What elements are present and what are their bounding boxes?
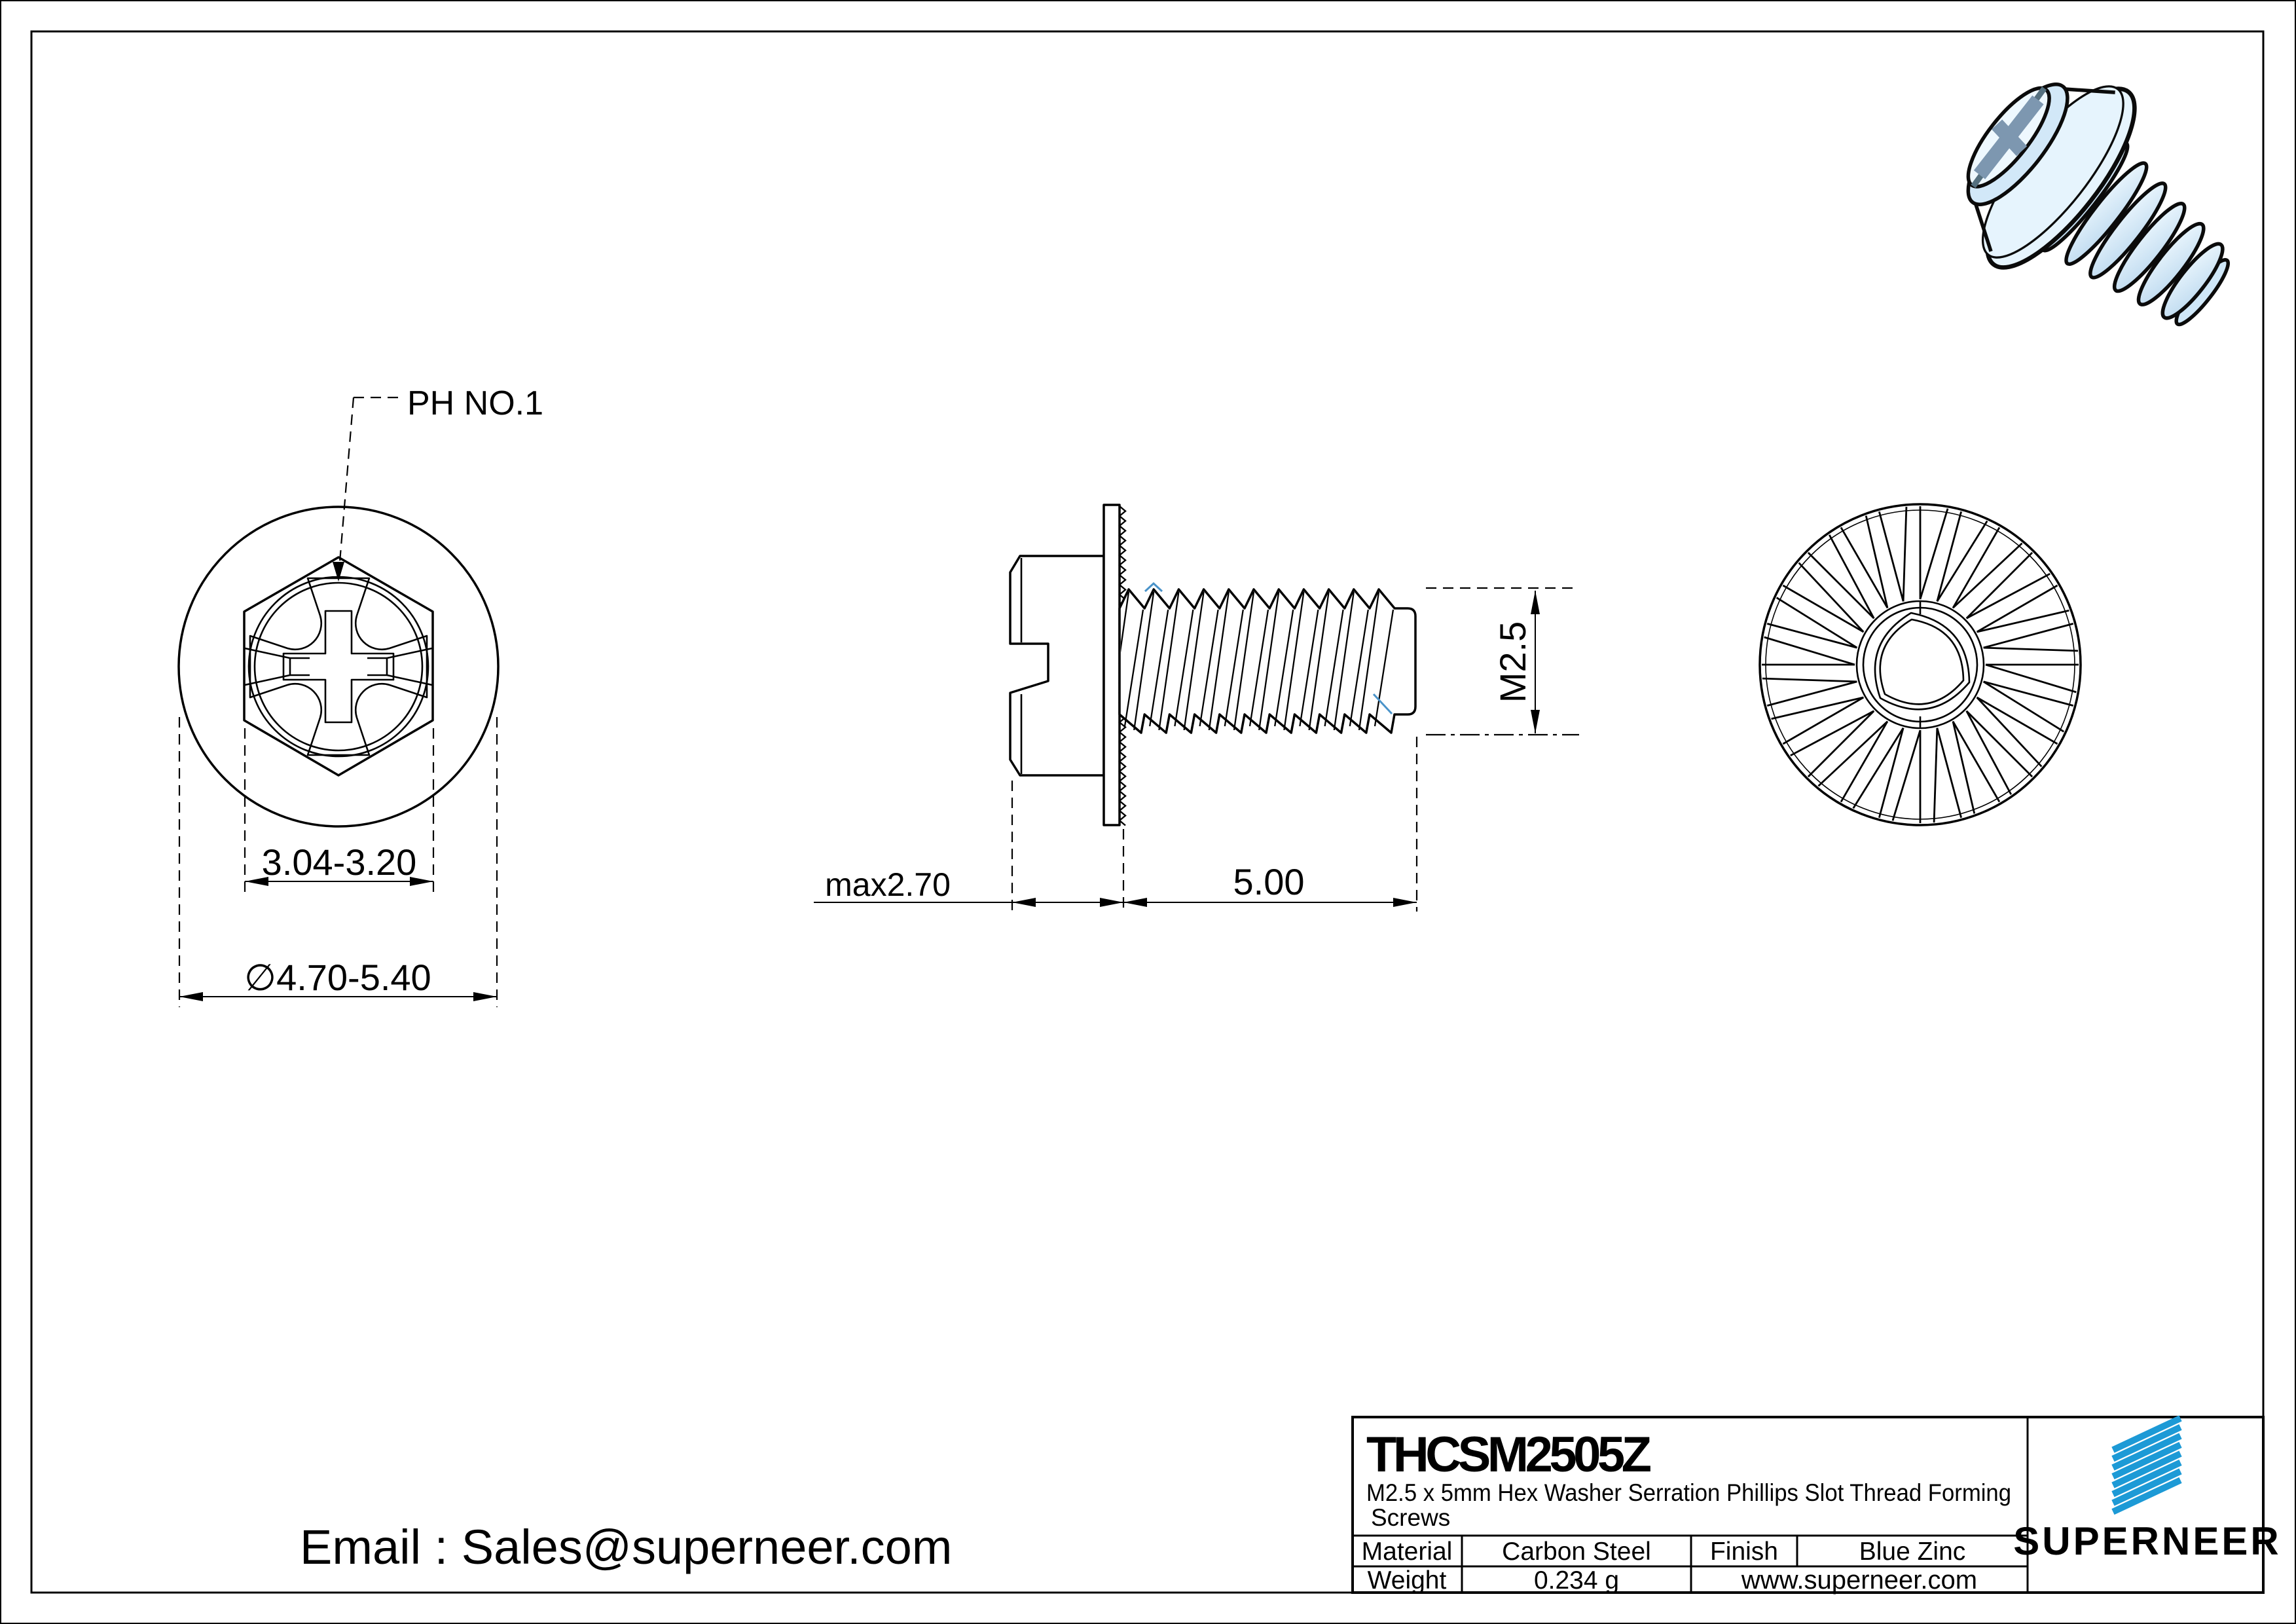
side-view: max2.70 5.00 M2.5 [814, 504, 1579, 912]
trilobe-hole-outer [1874, 612, 1971, 710]
part-description-line2: Screws [1371, 1504, 1450, 1531]
title-block-frame [1351, 1416, 2265, 1594]
drawing-frame [30, 30, 2265, 1594]
thread-highlight-bottom [1372, 693, 1393, 715]
washer-outer-circle [1758, 503, 2082, 826]
dim-thread-size: M2.5 [1492, 621, 1533, 703]
phillips-3d-h [1992, 119, 2028, 157]
serration-teeth [1762, 506, 2079, 823]
logo-stripes-icon [2111, 1415, 2182, 1515]
leader-arrowhead [333, 562, 344, 581]
phillips-cross-outer [249, 577, 428, 756]
threaded-shank [1118, 588, 1417, 734]
dim-hex-width: 3.04-3.20 [262, 841, 417, 883]
finish-value: Blue Zinc [1859, 1538, 1966, 1566]
head-circle-inner [253, 581, 424, 752]
trilobe-hole-inner [1879, 618, 1965, 705]
head-profile [1009, 555, 1105, 777]
brand-wordmark: SUPERNEER [2013, 1519, 2281, 1563]
flange-profile [1102, 504, 1121, 826]
superneer-logo: SUPERNEER [2013, 1415, 2281, 1563]
slot-left-wedge [244, 647, 291, 686]
phillips-cross-inner [282, 610, 395, 724]
finish-label: Finish [1710, 1538, 1778, 1566]
head-circle-outer [247, 576, 429, 758]
screw-3d-render [1966, 83, 2231, 327]
washer-flange-circle [177, 506, 500, 828]
dim-head-height: max2.70 [825, 866, 951, 903]
front-view: PH NO.1 3.04-3.20 ∅4.70-5.40 [177, 384, 543, 1007]
washer-bottom-view [1758, 503, 2082, 826]
dim-thread-length: 5.00 [1233, 861, 1305, 902]
hex-head-outline [243, 556, 434, 777]
weight-value: 0.234 g [1534, 1566, 1619, 1595]
ph-drive-label: PH NO.1 [407, 384, 543, 422]
slot-right-wedge [386, 647, 433, 686]
part-number: THCSM2505Z [1366, 1427, 1652, 1483]
weight-label: Weight [1368, 1566, 1447, 1595]
part-description-line1: M2.5 x 5mm Hex Washer Serration Phillips… [1366, 1479, 2011, 1506]
thread-highlight-top [1144, 581, 1163, 593]
material-label: Material [1362, 1538, 1453, 1566]
dim-washer-dia: ∅4.70-5.40 [244, 957, 431, 998]
title-block: THCSM2505Z M2.5 x 5mm Hex Washer Serrati… [1351, 1415, 2281, 1595]
website-link[interactable]: www.superneer.com [1741, 1566, 1977, 1595]
material-value: Carbon Steel [1502, 1538, 1651, 1566]
email-text: Email : Sales@superneer.com [300, 1520, 952, 1574]
